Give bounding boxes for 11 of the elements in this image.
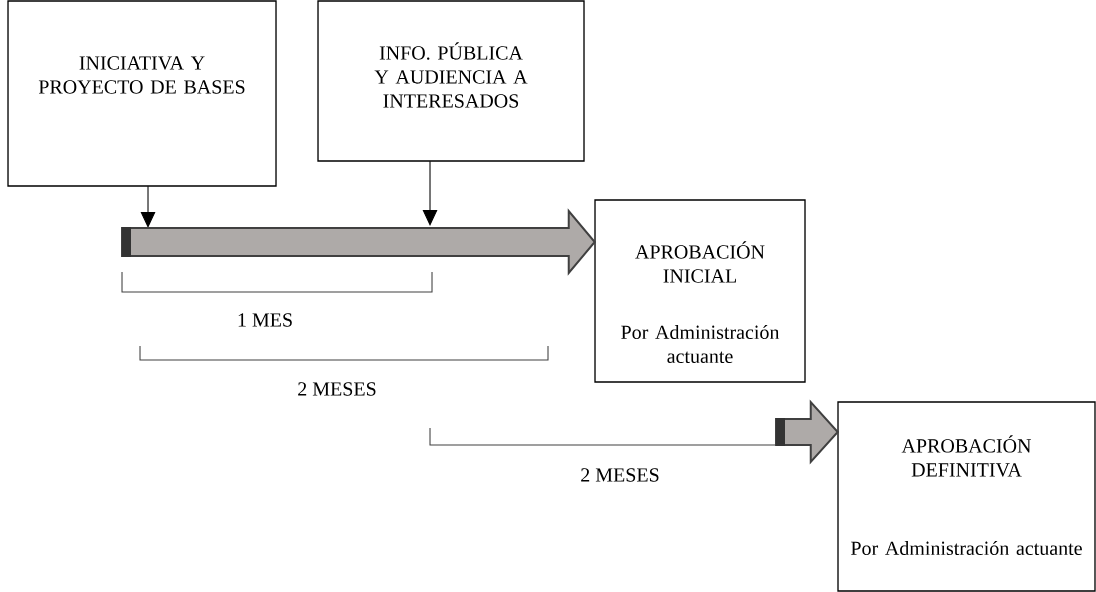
process-box: INFO. PÚBLICA Y AUDIENCIA A INTERESADOS <box>317 0 585 162</box>
arrow <box>140 185 156 228</box>
block-arrow <box>121 208 597 276</box>
duration-label: 1 MES <box>238 313 292 327</box>
process-box: INICIATIVA Y PROYECTO DE BASES <box>7 0 277 187</box>
process-box: APROBACIÓN DEFINITIVA Por Administración actuante <box>837 401 1096 592</box>
duration-label: 2 MESES <box>581 468 659 482</box>
duration-label: 2 MESES <box>298 382 376 396</box>
process-box: APROBACIÓN INICIAL Por Administración actuante <box>594 199 806 383</box>
block-arrow <box>775 399 840 465</box>
arrow <box>422 160 438 226</box>
